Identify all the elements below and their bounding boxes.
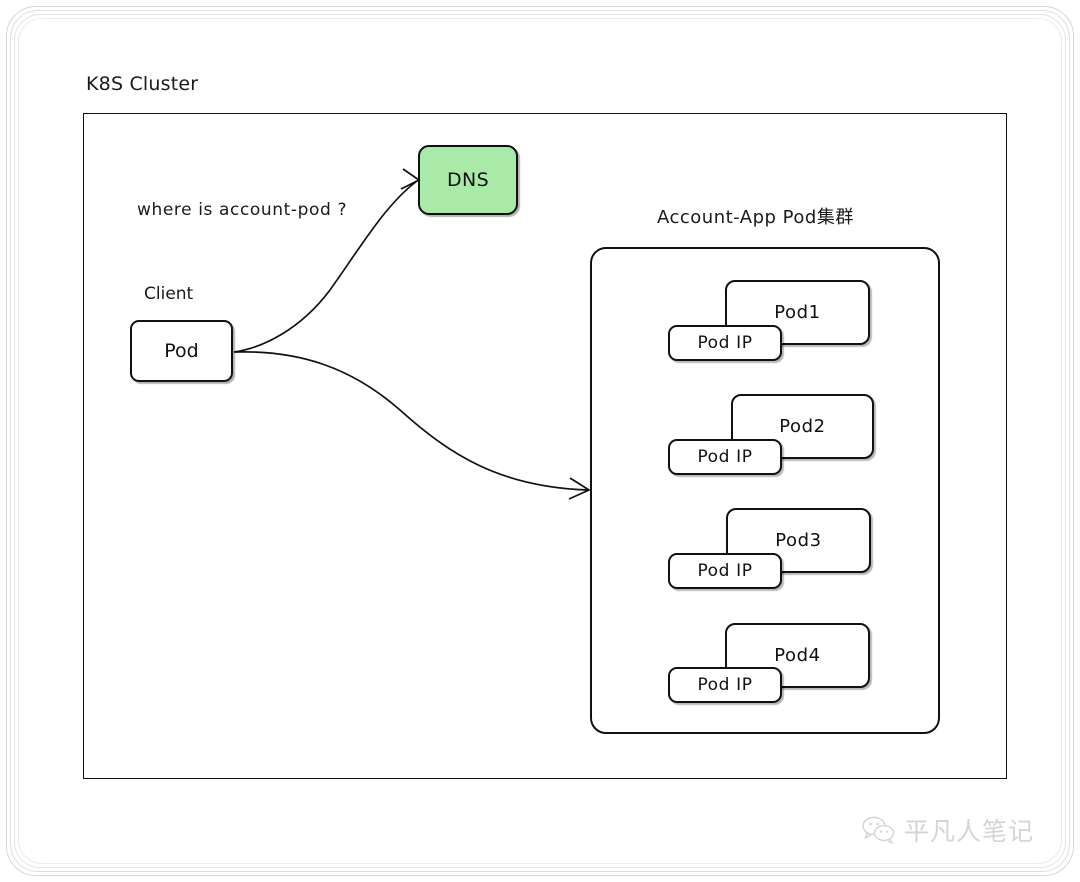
- dns-node[interactable]: DNS: [418, 145, 518, 215]
- client-label: Client: [144, 284, 194, 304]
- watermark-text: 平凡人笔记: [904, 817, 1035, 846]
- pod-ip-2[interactable]: Pod IP: [668, 439, 782, 475]
- question-label: where is account-pod ?: [137, 200, 348, 220]
- cluster-title: K8S Cluster: [86, 73, 199, 95]
- frame-ring-3: [14, 14, 1066, 868]
- pod-ip-4[interactable]: Pod IP: [668, 667, 782, 703]
- frame-ring-4: [18, 18, 1062, 864]
- pod-ip-3[interactable]: Pod IP: [668, 553, 782, 589]
- pod-group-title: Account-App Pod集群: [657, 207, 854, 228]
- wechat-icon: [862, 816, 895, 844]
- client-pod-node[interactable]: Pod: [130, 320, 233, 382]
- frame-ring-2: [10, 10, 1070, 872]
- account-app-pod-group: [590, 247, 940, 734]
- watermark: 平凡人笔记: [862, 812, 1034, 848]
- k8s-cluster-boundary: [83, 113, 1007, 779]
- pod-ip-1[interactable]: Pod IP: [668, 325, 782, 361]
- pod-node-3[interactable]: Pod3: [726, 508, 871, 573]
- frame-ring-outer: [6, 6, 1074, 876]
